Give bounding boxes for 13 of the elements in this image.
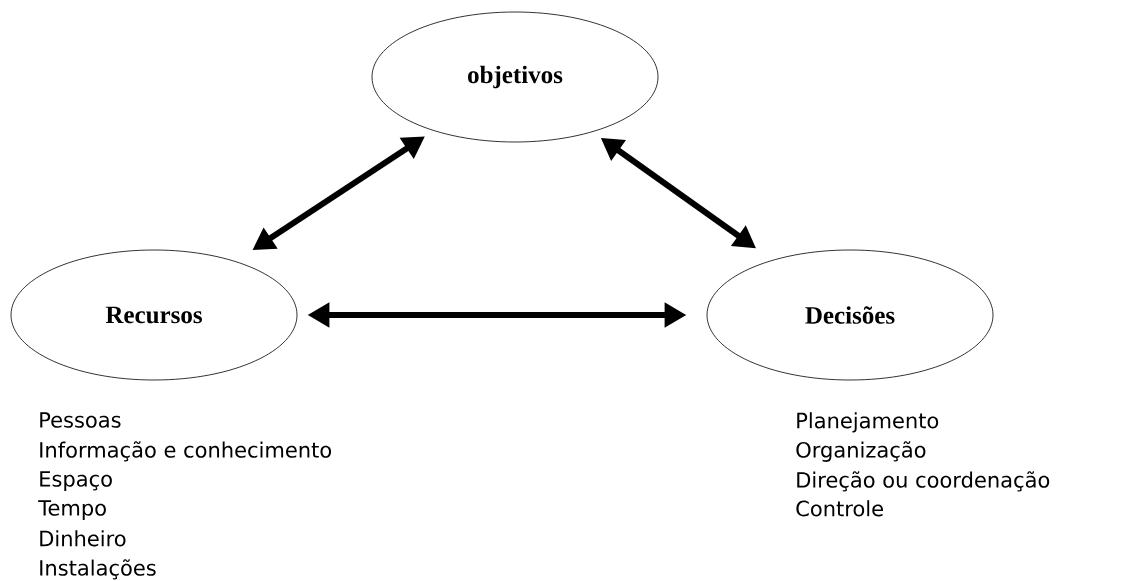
list-item: Tempo: [38, 500, 106, 520]
list-item: Informação e conhecimento: [40, 441, 332, 462]
list-item: Planejamento: [797, 412, 939, 433]
list-item: Direção ou coordenação: [797, 471, 1050, 492]
list-item: Pessoas: [40, 412, 121, 428]
list-item: Dinheiro: [40, 530, 126, 547]
ellipse-node: Decisões: [706, 249, 994, 381]
list-item: Controle: [796, 500, 883, 517]
list-item: Organização: [796, 441, 926, 462]
list-item: Espaço: [40, 471, 112, 491]
ellipse-node: objetivos: [371, 11, 659, 143]
list-item: Instalações: [40, 559, 156, 580]
ellipse-node: Recursos: [10, 249, 298, 381]
